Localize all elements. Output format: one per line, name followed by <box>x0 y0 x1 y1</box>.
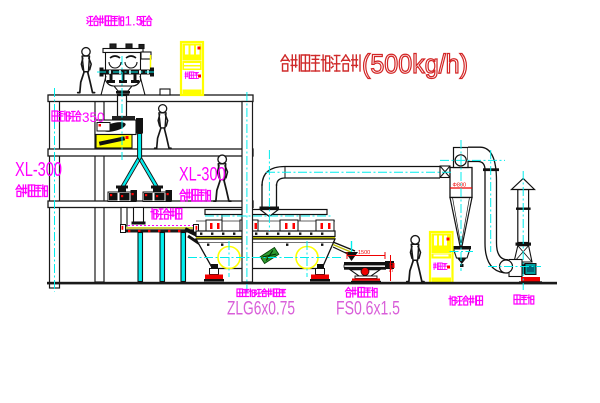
svg-text:XL-300: XL-300 <box>179 165 226 186</box>
svg-text:XL-300: XL-300 <box>15 159 62 181</box>
svg-text:1500: 1500 <box>358 250 370 256</box>
svg-text:350: 350 <box>82 110 105 125</box>
svg-text:1.5: 1.5 <box>125 14 144 29</box>
svg-text:540: 540 <box>389 263 395 272</box>
svg-text:Φ800: Φ800 <box>453 183 467 189</box>
svg-text:FS0.6x1.5: FS0.6x1.5 <box>336 298 400 320</box>
svg-text:(500kg/h): (500kg/h) <box>362 49 468 79</box>
svg-text:ZLG6x0.75: ZLG6x0.75 <box>227 298 295 320</box>
